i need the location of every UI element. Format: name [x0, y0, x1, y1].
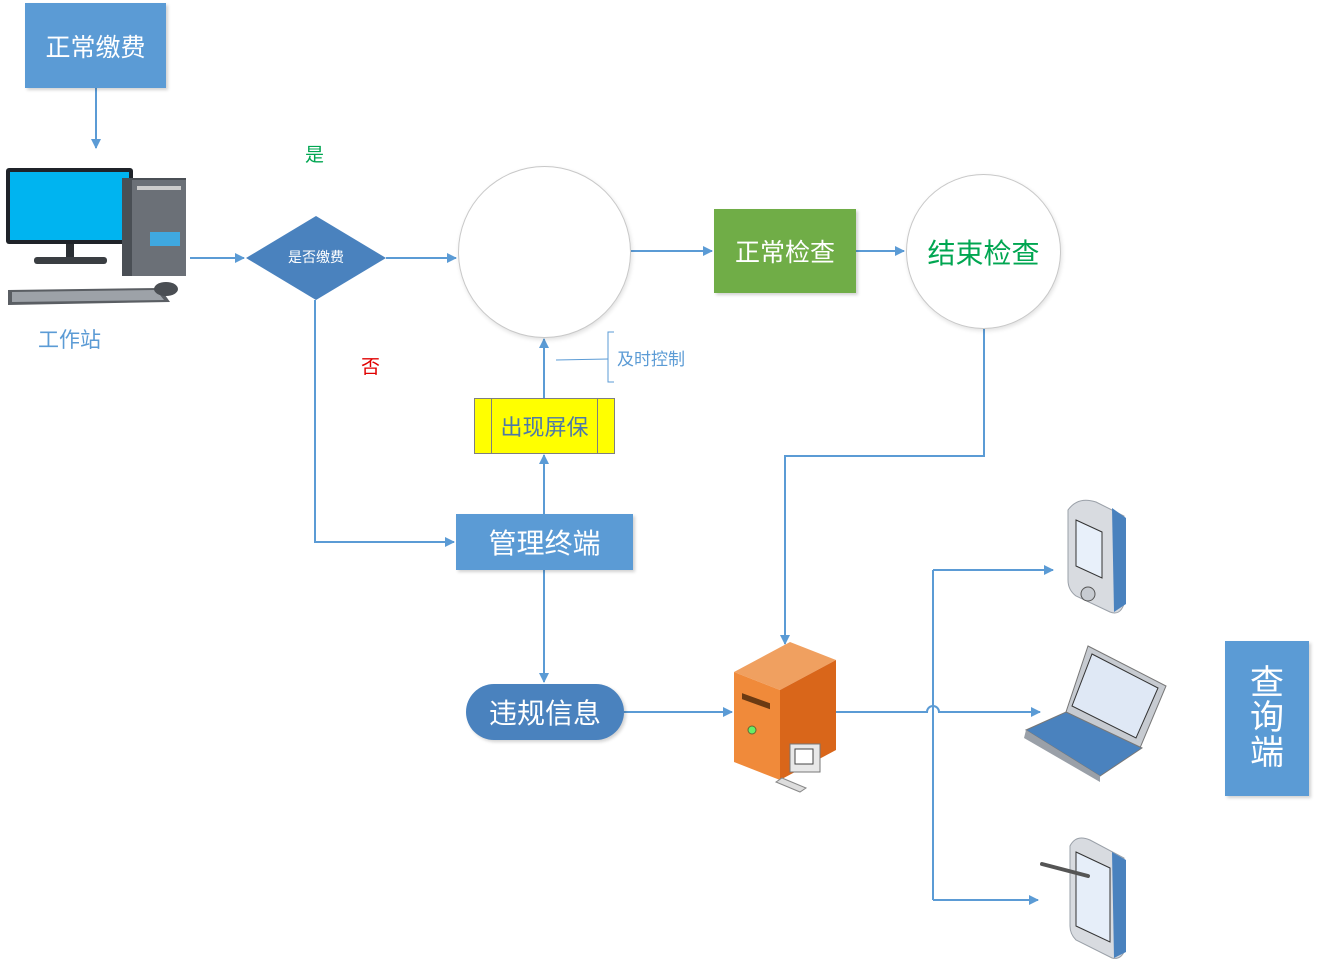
tablet-pen-icon — [1040, 837, 1126, 959]
decision-label: 是否缴费 — [288, 250, 344, 266]
laptop-icon — [1024, 645, 1167, 782]
desktop-computer-icon — [6, 168, 186, 305]
start-payment-node[interactable]: 正常缴费 — [25, 3, 166, 88]
end-exam-node[interactable]: 结束检查 — [906, 174, 1061, 329]
management-terminal-node[interactable]: 管理终端 — [456, 514, 633, 570]
yes-edge-label: 是 — [305, 144, 325, 166]
violation-info-label: 违规信息 — [488, 697, 601, 730]
normal-exam-node[interactable]: 正常检查 — [714, 209, 856, 293]
no-edge-label: 否 — [361, 356, 381, 378]
start-payment-label: 正常缴费 — [45, 32, 146, 62]
violation-info-node[interactable]: 违规信息 — [466, 684, 624, 740]
query-terminal-node[interactable]: 查 询 端 — [1225, 641, 1309, 796]
management-terminal-label: 管理终端 — [488, 527, 601, 560]
end-exam-label: 结束检查 — [927, 236, 1040, 270]
edge-end-exam-server — [780, 329, 985, 645]
ultrasound-node[interactable] — [458, 166, 631, 338]
query-label-char: 查 — [1250, 663, 1284, 704]
pda-icon — [1067, 499, 1126, 614]
workstation-label: 工作站 — [38, 328, 101, 352]
edge-decision-management — [314, 300, 455, 547]
screensaver-label: 出现屏保 — [500, 416, 589, 441]
normal-exam-label: 正常检查 — [734, 238, 835, 267]
screensaver-node[interactable]: 出现屏保 — [474, 398, 615, 454]
annotation-bracket — [555, 331, 614, 383]
decision-diamond[interactable] — [246, 216, 386, 300]
server-icon — [734, 642, 836, 793]
query-label-char: 端 — [1250, 732, 1284, 773]
query-label-char: 询 — [1250, 698, 1284, 739]
edge-server-laptop — [836, 705, 1041, 717]
timely-control-annotation: 及时控制 — [617, 350, 685, 370]
